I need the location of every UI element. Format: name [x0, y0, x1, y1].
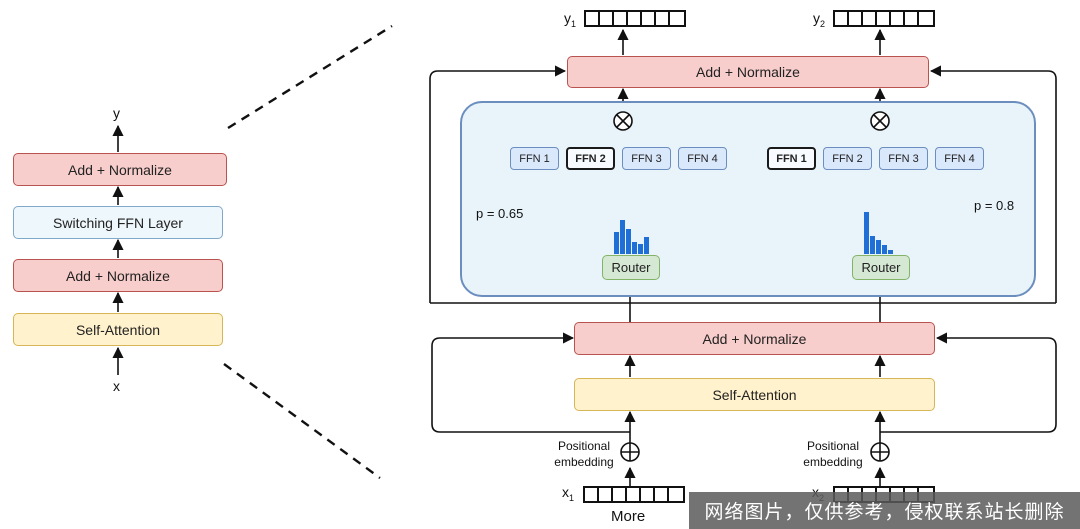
output-vector-2 [833, 10, 935, 27]
prob-left-label: p = 0.65 [476, 206, 524, 221]
input-token-left: More [611, 508, 646, 525]
expert-left-ffn-3: FFN 3 [622, 147, 671, 170]
output-label-1: y1 [564, 10, 577, 29]
expert-right-ffn-4: FFN 4 [935, 147, 984, 170]
add-normalize-bottom: Add + Normalize [574, 322, 935, 355]
self-attention: Self-Attention [574, 378, 935, 411]
router-right: Router [852, 255, 910, 280]
expert-left-ffn-1: FFN 1 [510, 147, 559, 170]
zoom-line-bottom [223, 363, 381, 479]
left-input-label: x [113, 378, 120, 394]
histogram-right-icon [864, 212, 893, 254]
left-add-normalize-bottom: Add + Normalize [13, 259, 223, 292]
residual-bottom-right [880, 332, 1057, 433]
expert-left-ffn-2-selected: FFN 2 [566, 147, 615, 170]
left-output-label: y [113, 105, 120, 121]
residual-top-left [429, 65, 567, 303]
positional-embedding-right: Positional embedding [803, 439, 863, 469]
expert-right-ffn-2: FFN 2 [823, 147, 872, 170]
input-label-1: x1 [562, 484, 575, 503]
add-right-icon [870, 442, 890, 462]
input-vector-1 [583, 486, 685, 503]
zoom-line-top [227, 24, 393, 130]
multiply-left-icon [613, 111, 633, 131]
output-vector-1 [584, 10, 686, 27]
histogram-left-icon [614, 220, 649, 254]
positional-embedding-left: Positional embedding [554, 439, 614, 469]
expert-right-ffn-3: FFN 3 [879, 147, 928, 170]
left-switching-ffn-layer: Switching FFN Layer [13, 206, 223, 239]
residual-top-right [929, 65, 1057, 303]
left-add-normalize-top: Add + Normalize [13, 153, 227, 186]
watermark-banner: 网络图片，仅供参考，侵权联系站长删除 [689, 492, 1080, 529]
router-left: Router [602, 255, 660, 280]
multiply-right-icon [870, 111, 890, 131]
prob-right-label: p = 0.8 [974, 198, 1015, 213]
add-normalize-top: Add + Normalize [567, 56, 929, 88]
left-self-attention: Self-Attention [13, 313, 223, 346]
expert-right-ffn-1-selected: FFN 1 [767, 147, 816, 170]
expert-left-ffn-4: FFN 4 [678, 147, 727, 170]
output-label-2: y2 [813, 10, 826, 29]
add-left-icon [620, 442, 640, 462]
residual-bottom-left [431, 332, 630, 433]
switching-ffn-panel [460, 101, 1036, 297]
